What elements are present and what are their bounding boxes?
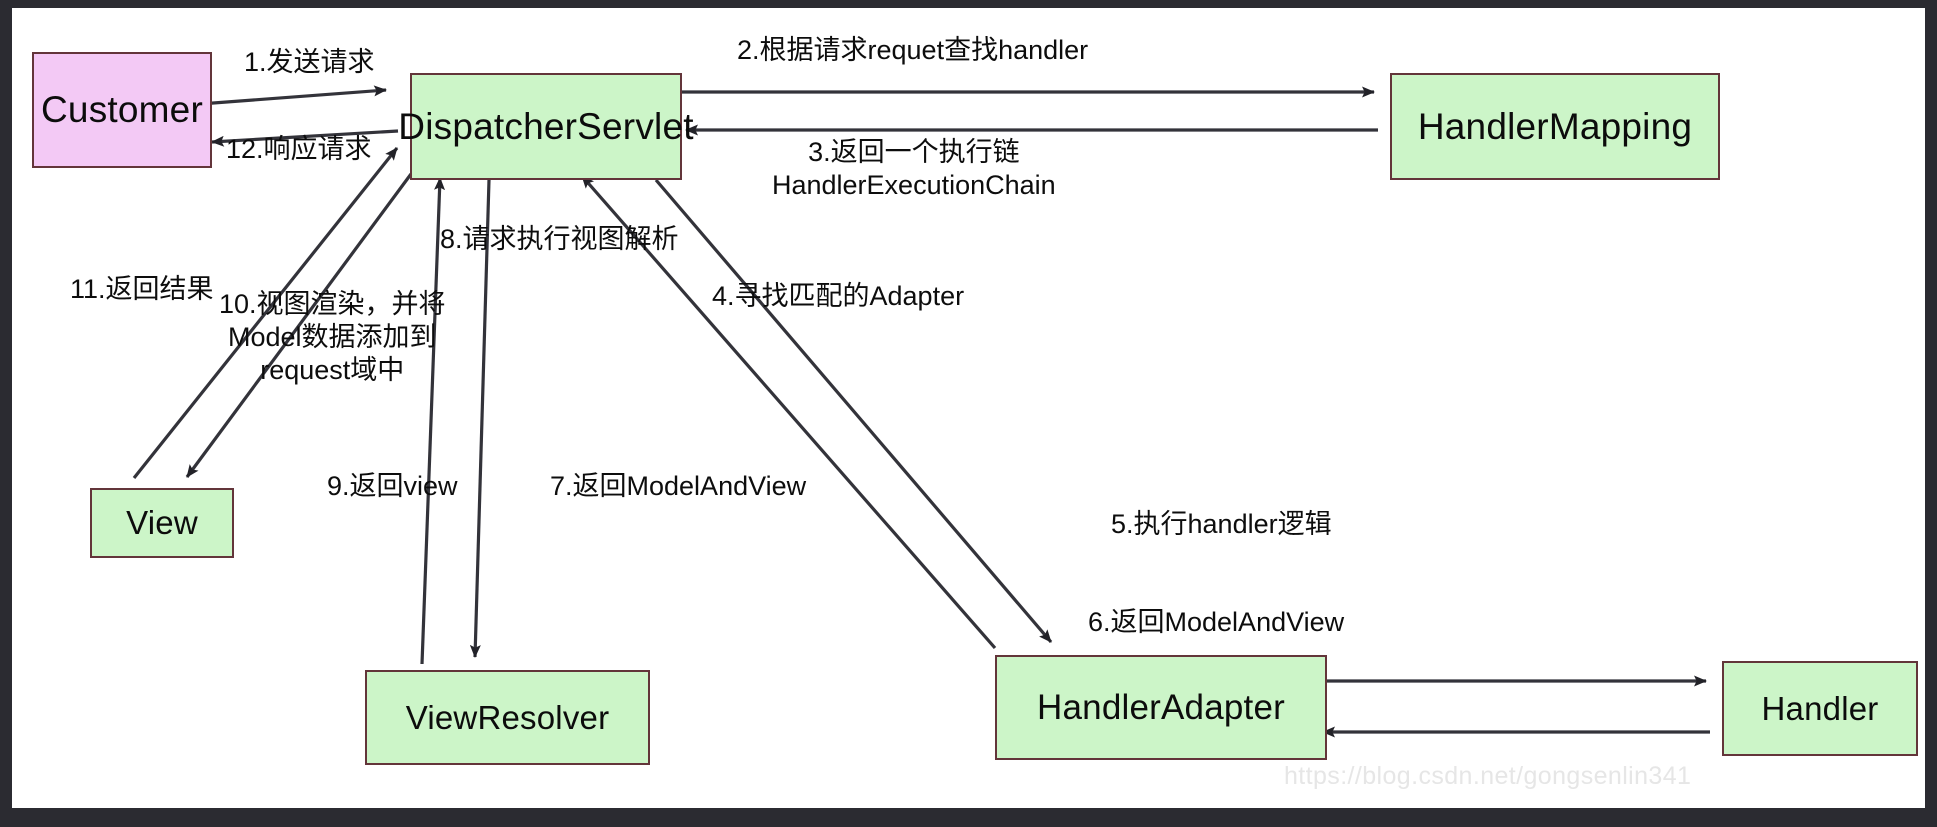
node-view[interactable]: View: [90, 488, 234, 558]
edge-12-line: [211, 129, 399, 147]
node-customer[interactable]: Customer: [32, 52, 212, 168]
edge-1-line: [199, 85, 387, 106]
watermark-text: https://blog.csdn.net/gongsenlin341: [1284, 762, 1692, 790]
edge-7-line: [580, 174, 997, 650]
node-viewresolver[interactable]: ViewResolver: [365, 670, 650, 765]
edge-11-line: [132, 147, 399, 479]
node-handleradapter[interactable]: HandlerAdapter: [995, 655, 1327, 760]
edge-4-line: [654, 178, 1053, 644]
diagram-canvas: Customer DispatcherServlet HandlerMappin…: [12, 8, 1925, 808]
node-handler[interactable]: Handler: [1722, 661, 1918, 756]
edge-10-line: [185, 173, 413, 478]
edge-8-line: [469, 179, 491, 658]
node-handlermapping[interactable]: HandlerMapping: [1390, 73, 1720, 180]
node-dispatcherservlet[interactable]: DispatcherServlet: [398, 73, 694, 180]
edge-9-line: [420, 177, 446, 665]
diagram-connectors: [132, 85, 1710, 738]
